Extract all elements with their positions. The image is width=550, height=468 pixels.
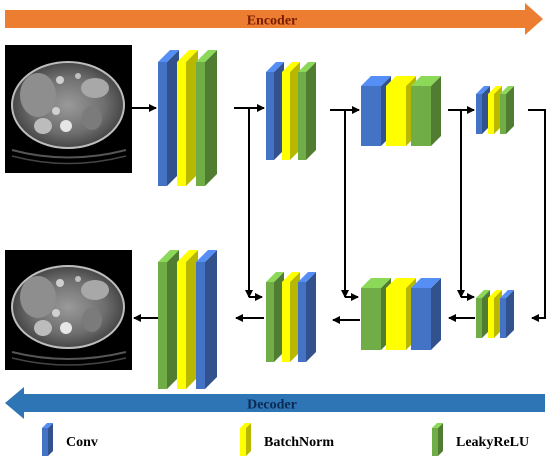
encoder-block-1 <box>158 50 217 186</box>
encoder-block-3-leakyrelu-layer <box>411 76 441 146</box>
decoder-arrow: Decoder <box>5 387 545 419</box>
legend-conv-label: Conv <box>66 435 98 450</box>
encoder-block-2-leakyrelu-layer <box>298 62 316 160</box>
encoder-block-4-batchnorm-layer <box>488 86 502 134</box>
decoder-arrow-shape <box>5 387 545 419</box>
legend: Conv BatchNorm LeakyReLU <box>42 423 529 456</box>
decoder-block-3-conv-layer <box>411 278 441 350</box>
decoder-block-1-conv-layer <box>196 250 217 389</box>
encoder-block-4-leakyrelu-layer <box>500 86 514 134</box>
decoder-block-4-leakyrelu-layer <box>476 290 490 338</box>
encoder-block-4 <box>476 86 514 134</box>
decoder-block-1-batchnorm-layer <box>177 250 198 389</box>
arrow-enc4-to-dec4 <box>528 109 546 322</box>
encoder-block-4-conv-layer <box>476 86 490 134</box>
decoder-block-4-batchnorm-layer <box>488 290 502 338</box>
output-ct-image <box>5 250 132 370</box>
encoder-block-2-conv-layer <box>266 62 284 160</box>
encoder-arrow-shape <box>5 3 543 35</box>
decoder-block-2-batchnorm-layer <box>282 272 300 362</box>
encoder-block-1-leakyrelu-layer <box>196 50 217 186</box>
encoder-block-2-batchnorm-layer <box>282 62 300 160</box>
input-ct-image <box>5 45 132 173</box>
decoder-label: Decoder <box>247 398 297 413</box>
encoder-block-2 <box>266 62 316 160</box>
legend-leakyrelu-swatch <box>432 423 443 456</box>
legend-batchnorm-swatch <box>240 423 251 456</box>
decoder-block-4-conv-layer <box>500 290 514 338</box>
decoder-block-3 <box>361 278 441 350</box>
decoder-block-2-conv-layer <box>298 272 316 362</box>
decoder-block-1-leakyrelu-layer <box>158 250 179 389</box>
decoder-block-2 <box>266 272 316 362</box>
encoder-block-1-batchnorm-layer <box>177 50 198 186</box>
decoder-block-2-leakyrelu-layer <box>266 272 284 362</box>
encoder-arrow: Encoder <box>5 3 543 35</box>
legend-batchnorm-label: BatchNorm <box>264 435 334 450</box>
connectors <box>132 104 546 324</box>
legend-leakyrelu-label: LeakyReLU <box>456 435 529 450</box>
decoder-block-4 <box>476 290 514 338</box>
legend-conv-swatch <box>42 423 53 456</box>
layer-blocks <box>158 50 514 389</box>
decoder-block-1 <box>158 250 217 389</box>
encoder-label: Encoder <box>247 14 298 29</box>
encoder-block-1-conv-layer <box>158 50 179 186</box>
encoder-block-3 <box>361 76 441 146</box>
